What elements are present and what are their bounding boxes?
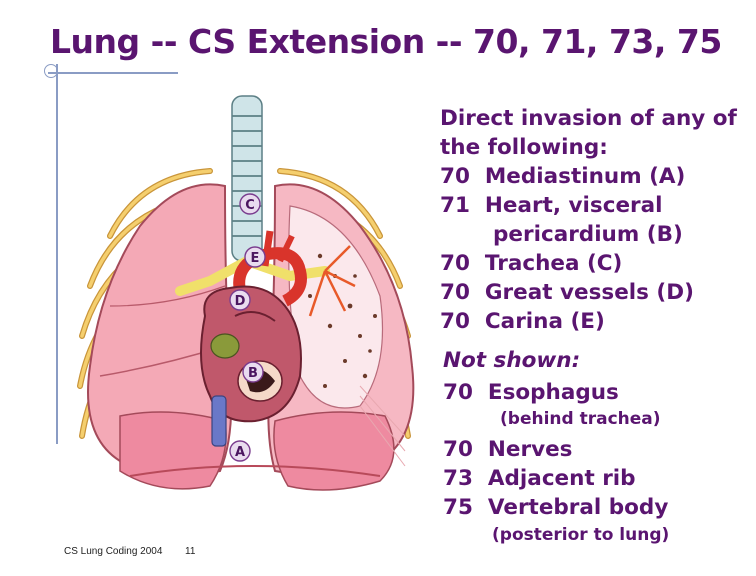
rule-corner-circle xyxy=(44,64,58,78)
item-row-continuation: pericardium (B) xyxy=(493,220,683,249)
item-text: pericardium (B) xyxy=(493,222,683,247)
lung-anatomy-illustration: C E D B A xyxy=(77,95,415,491)
label-e-marker: E xyxy=(244,246,266,268)
item-text: Vertebral body xyxy=(487,495,669,520)
not-shown-heading: Not shown: xyxy=(443,348,581,373)
item-text: Trachea (C) xyxy=(484,251,623,276)
label-a-marker: A xyxy=(229,440,251,462)
vena-cava xyxy=(211,395,227,447)
not-shown-row: 70 Esophagus xyxy=(443,378,619,407)
not-shown-note: (posterior to lung) xyxy=(492,525,670,545)
title-underline-rule xyxy=(48,72,178,74)
item-code: 70 xyxy=(440,309,470,334)
item-code: 70 xyxy=(440,251,470,276)
item-code: 70 xyxy=(443,437,473,462)
label-c: C xyxy=(245,198,255,213)
item-text: Nerves xyxy=(487,437,573,462)
lower-lobe-left xyxy=(273,411,395,491)
item-row: 70 Trachea (C) xyxy=(440,249,622,278)
label-b-marker: B xyxy=(242,361,264,383)
diaphragm xyxy=(129,465,381,477)
not-shown-row: 75 Vertebral body xyxy=(443,493,668,522)
item-code: 75 xyxy=(443,495,473,520)
item-row: 70 Mediastinum (A) xyxy=(440,162,685,191)
heading-line-1: Direct invasion of any of xyxy=(440,106,737,131)
item-code: 70 xyxy=(440,164,470,189)
footer-label: CS Lung Coding 2004 xyxy=(64,546,163,557)
not-shown-row: 70 Nerves xyxy=(443,435,572,464)
bronchi xyxy=(175,256,330,296)
label-c-marker: C xyxy=(239,193,261,215)
heading-line-2: the following: xyxy=(440,135,608,160)
item-code: 70 xyxy=(443,380,473,405)
item-text: Heart, visceral xyxy=(484,193,663,218)
heart xyxy=(200,285,302,423)
great-vessels xyxy=(233,247,307,307)
item-text: Adjacent rib xyxy=(487,466,636,491)
item-row: 70 Carina (E) xyxy=(440,307,605,336)
not-shown-note: (behind trachea) xyxy=(500,409,661,429)
item-text: Mediastinum (A) xyxy=(484,164,686,189)
label-a: A xyxy=(235,445,245,460)
item-code: 70 xyxy=(440,280,470,305)
slide-title: Lung -- CS Extension -- 70, 71, 73, 75 xyxy=(50,22,722,61)
item-code: 73 xyxy=(443,466,473,491)
label-d: D xyxy=(235,294,246,309)
item-text: Great vessels (D) xyxy=(484,280,694,305)
item-row: 71 Heart, visceral xyxy=(440,191,663,220)
item-text: Carina (E) xyxy=(484,309,605,334)
left-margin-rule xyxy=(56,64,58,444)
not-shown-row: 73 Adjacent rib xyxy=(443,464,636,493)
label-e: E xyxy=(251,251,260,266)
label-b: B xyxy=(248,366,258,381)
item-code: 71 xyxy=(440,193,470,218)
trachea xyxy=(231,95,263,262)
page-number: 11 xyxy=(185,546,196,557)
lower-lobe-right xyxy=(119,411,227,490)
item-row: 70 Great vessels (D) xyxy=(440,278,694,307)
label-d-marker: D xyxy=(229,289,251,311)
item-text: Esophagus xyxy=(487,380,619,405)
